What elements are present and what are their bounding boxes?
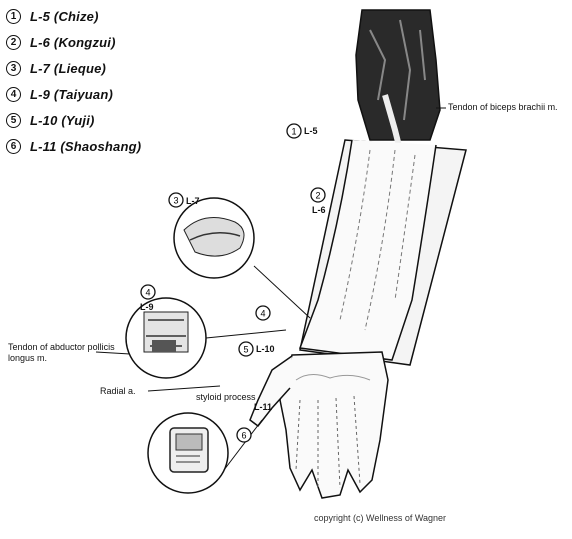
svg-text:4: 4	[145, 288, 150, 298]
svg-text:3: 3	[173, 196, 178, 206]
point-marker-wrist: 4	[256, 306, 270, 320]
legend-label: L-10 (Yuji)	[30, 113, 95, 128]
legend-number: 2	[6, 35, 21, 50]
legend-item: 4 L-9 (Taiyuan)	[6, 84, 236, 105]
svg-text:5: 5	[243, 345, 248, 355]
point-tag-6: L-11	[254, 402, 272, 413]
point-tag-4: L-9	[140, 302, 154, 313]
point-marker-6: 6	[237, 428, 251, 442]
legend: 1 L-5 (Chize) 2 L-6 (Kongzui) 3 L-7 (Lie…	[6, 6, 236, 162]
label-biceps-tendon: Tendon of biceps brachii m.	[448, 102, 560, 113]
copyright-text: copyright (c) Wellness of Wagner	[314, 513, 446, 523]
legend-label: L-11 (Shaoshang)	[30, 139, 141, 154]
point-marker-2: 2	[311, 188, 325, 202]
legend-number: 5	[6, 113, 21, 128]
upper-arm	[356, 10, 440, 140]
legend-label: L-7 (Lieque)	[30, 61, 106, 76]
svg-text:2: 2	[315, 191, 320, 201]
label-styloid-process: styloid process	[196, 392, 256, 403]
point-marker-3: 3	[169, 193, 183, 207]
point-tag-1: L-5	[304, 126, 318, 137]
point-tag-5: L-10	[256, 344, 275, 355]
point-marker-1: 1	[287, 124, 301, 138]
legend-item: 3 L-7 (Lieque)	[6, 58, 236, 79]
legend-label: L-6 (Kongzui)	[30, 35, 116, 50]
label-radial-artery: Radial a.	[100, 386, 136, 397]
legend-number: 6	[6, 139, 21, 154]
label-abductor-tendon: Tendon of abductor pollicis longus m.	[8, 342, 128, 364]
legend-item: 2 L-6 (Kongzui)	[6, 32, 236, 53]
legend-number: 1	[6, 9, 21, 24]
point-tag-2: L-6	[312, 205, 326, 216]
point-marker-4: 4	[141, 285, 155, 299]
legend-item: 1 L-5 (Chize)	[6, 6, 236, 27]
legend-number: 4	[6, 87, 21, 102]
point-marker-5: 5	[239, 342, 253, 356]
hand	[280, 352, 388, 498]
legend-label: L-5 (Chize)	[30, 9, 99, 24]
point-tag-3: L-7	[186, 196, 200, 207]
svg-text:4: 4	[260, 309, 265, 319]
legend-item: 5 L-10 (Yuji)	[6, 110, 236, 131]
svg-text:6: 6	[241, 431, 246, 441]
legend-item: 6 L-11 (Shaoshang)	[6, 136, 236, 157]
legend-number: 3	[6, 61, 21, 76]
svg-text:1: 1	[291, 127, 296, 137]
legend-label: L-9 (Taiyuan)	[30, 87, 113, 102]
